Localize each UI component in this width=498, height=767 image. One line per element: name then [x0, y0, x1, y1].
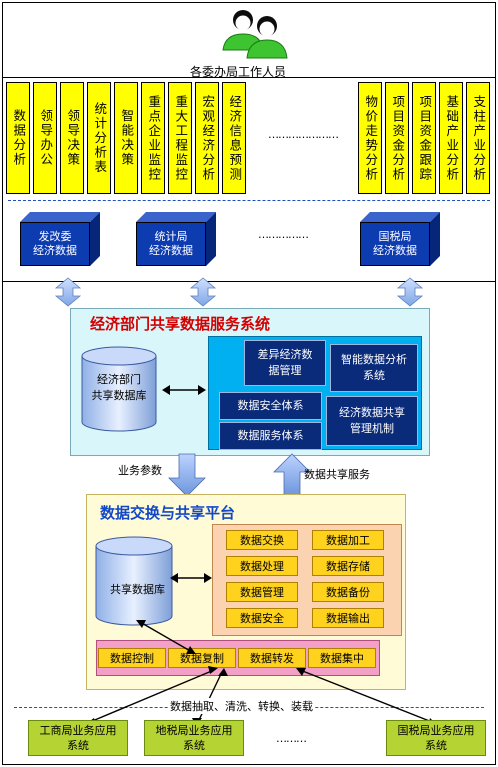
function-label: 领导办公: [38, 109, 54, 167]
function-box: 统计分析表: [87, 82, 111, 194]
extract-label: 数据抽取、清洗、转换、装载: [168, 698, 315, 714]
exchange-db-label: 共享数据库: [110, 583, 165, 596]
function-label: 数据分析: [11, 109, 27, 167]
bidirectional-arrow-icon: [162, 385, 206, 395]
function-label: 智能决策: [119, 109, 135, 167]
cube-side: [430, 212, 440, 266]
arrowhead-icon: [136, 620, 146, 628]
module-smart-analysis: 智能数据分析 系统: [330, 344, 418, 392]
double-arrow-icon: [189, 277, 217, 307]
double-arrow-icon: [54, 277, 82, 307]
function-box: 宏观经济分析: [195, 82, 219, 194]
arrowhead-icon: [218, 668, 228, 676]
exchange-arrows: [168, 453, 311, 497]
function-label: 统计分析表: [92, 101, 108, 175]
function-label: 重点企业监控: [146, 94, 162, 182]
arrowhead-icon: [208, 666, 218, 674]
module-diff-data: 差异经济数 据管理: [244, 340, 326, 386]
exchange-function: 数据备份: [312, 582, 384, 602]
data-source-cube: 国税局 经济数据: [360, 212, 440, 266]
function-box: 基础产业分析: [439, 82, 463, 194]
data-share-label: 数据共享服务: [304, 468, 370, 481]
exchange-function: 数据安全: [226, 608, 298, 628]
module-share-mechanism: 经济数据共享 管理机制: [326, 396, 418, 446]
cube-top: [360, 212, 440, 222]
cube-side: [206, 212, 216, 266]
bidirectional-arrow-icon: [170, 573, 212, 583]
data-source-label: 统计局 经济数据: [136, 222, 206, 266]
users-icon: [222, 10, 288, 59]
function-box: 领导决策: [60, 82, 84, 194]
database-icon: [81, 346, 157, 432]
exchange-bar-item: 数据转发: [238, 648, 306, 668]
exchange-function: 数据交换: [226, 530, 298, 550]
up-arrow-icon: [273, 453, 311, 497]
function-label: 宏观经济分析: [200, 94, 216, 182]
exchange-bar-item: 数据复制: [168, 648, 236, 668]
exchange-bar-item: 数据控制: [98, 648, 166, 668]
function-label: 领导决策: [65, 109, 81, 167]
function-box: 智能决策: [114, 82, 138, 194]
exchange-function: 数据管理: [226, 582, 298, 602]
function-label: 物价走势分析: [363, 94, 379, 182]
arrowhead-icon: [186, 646, 196, 654]
function-box: 项目资金跟踪: [412, 82, 436, 194]
function-label: 项目资金跟踪: [417, 94, 433, 182]
module-service: 数据服务体系: [219, 422, 322, 450]
dashed-divider: [8, 200, 490, 201]
data-source-cube: 发改委 经济数据: [20, 212, 100, 266]
function-box: 支柱产业分析: [466, 82, 490, 194]
function-box: 重大工程监控: [168, 82, 192, 194]
function-box: 项目资金分析: [385, 82, 409, 194]
cube-top: [136, 212, 216, 222]
exchange-bar-item: 数据集中: [308, 648, 376, 668]
function-box: 领导办公: [33, 82, 57, 194]
function-label: 项目资金分析: [390, 94, 406, 182]
cube-side: [90, 212, 100, 266]
database-icon: [95, 536, 173, 626]
function-box: 物价走势分析: [358, 82, 382, 194]
apps-ellipsis: ………: [276, 732, 307, 745]
section-divider: [2, 281, 496, 282]
double-arrow-icon: [396, 277, 424, 307]
function-box: 数据分析: [6, 82, 30, 194]
module-security: 数据安全体系: [219, 392, 322, 420]
service-system-title: 经济部门共享数据服务系统: [90, 315, 271, 333]
users-title: 各委办局工作人员: [190, 65, 287, 79]
biz-params-label: 业务参数: [118, 464, 162, 477]
exchange-function: 数据存储: [312, 556, 384, 576]
section-divider: [2, 77, 496, 78]
app-system: 地税局业务应用 系统: [144, 720, 244, 756]
sources-ellipsis: ……………: [258, 228, 309, 241]
exchange-title: 数据交换与共享平台: [100, 504, 236, 522]
functions-ellipsis: …………………: [268, 128, 339, 141]
app-system: 国税局业务应用 系统: [386, 720, 486, 756]
function-label: 经济信息预测: [227, 94, 243, 182]
function-label: 支柱产业分析: [471, 94, 487, 182]
service-db-label: 经济部门 共享数据库: [91, 373, 147, 402]
data-source-label: 发改委 经济数据: [20, 222, 90, 266]
sync-arrows: [54, 277, 424, 307]
function-box: 经济信息预测: [222, 82, 246, 194]
data-source-label: 国税局 经济数据: [360, 222, 430, 266]
arrowhead-icon: [296, 668, 306, 676]
function-box: 重点企业监控: [141, 82, 165, 194]
app-system: 工商局业务应用 系统: [28, 720, 128, 756]
cube-top: [20, 212, 100, 222]
exchange-function: 数据输出: [312, 608, 384, 628]
function-label: 重大工程监控: [173, 94, 189, 182]
down-arrow-icon: [168, 453, 206, 497]
function-label: 基础产业分析: [444, 94, 460, 182]
data-source-cube: 统计局 经济数据: [136, 212, 216, 266]
exchange-function: 数据加工: [312, 530, 384, 550]
exchange-function: 数据处理: [226, 556, 298, 576]
